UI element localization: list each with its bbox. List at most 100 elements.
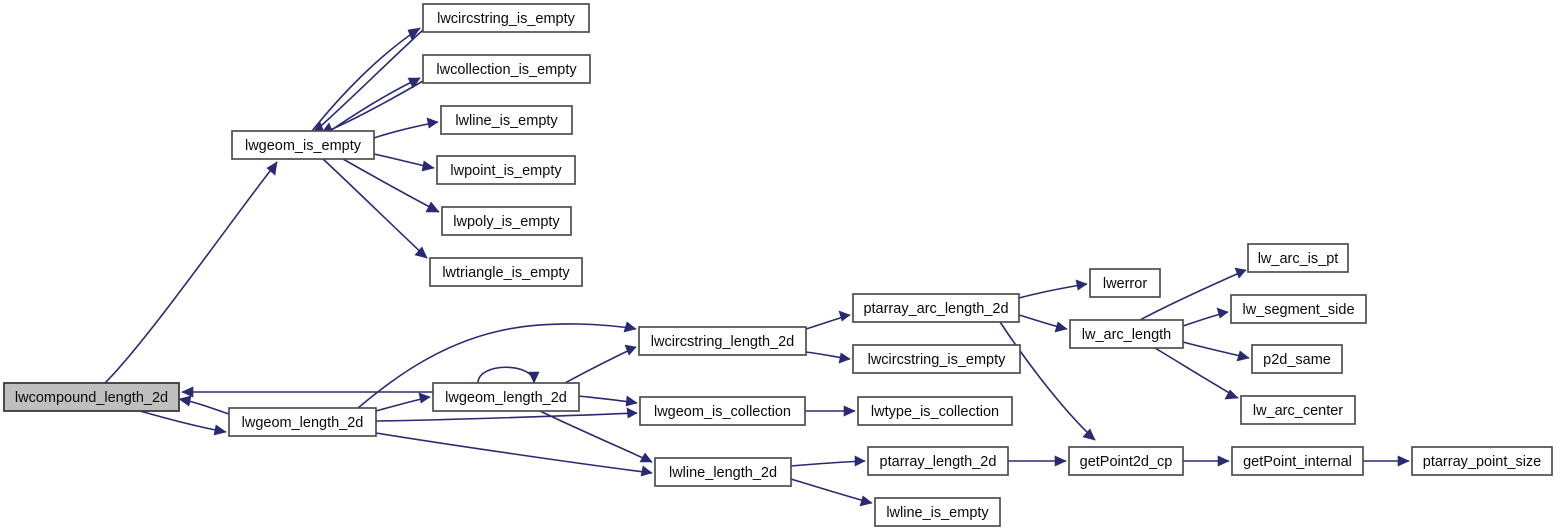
arrow-head-icon	[266, 161, 278, 176]
arrow-head-icon	[1234, 267, 1247, 279]
node-lwerror[interactable]: lwerror	[1089, 268, 1161, 298]
node-lwgeom_is_empty[interactable]: lwgeom_is_empty	[231, 130, 375, 160]
edge-ptarray_arc_length_2d-to-getPoint2d_cp	[999, 321, 1096, 441]
edge-lw_arc_length-to-lw_arc_center	[1154, 347, 1239, 400]
node-label: lw_arc_center	[1253, 403, 1343, 419]
node-lw_arc_length[interactable]: lw_arc_length	[1069, 319, 1184, 349]
edge-lwgeom_length_2d_upper-to-lwline_length_2d	[539, 410, 653, 463]
node-box[interactable]	[436, 155, 576, 185]
arrow-head-icon	[528, 371, 540, 384]
edge-lwgeom_length_2d_upper-to-lwcompound_length_2d	[181, 386, 433, 398]
edge-getPoint_internal-to-ptarray_point_size	[1363, 455, 1410, 467]
node-lw_arc_center[interactable]: lw_arc_center	[1240, 395, 1356, 425]
node-label: lwcircstring_length_2d	[651, 334, 794, 350]
arrow-head-icon	[625, 395, 638, 407]
node-box[interactable]	[1068, 446, 1184, 476]
node-box[interactable]	[1230, 294, 1367, 324]
node-box[interactable]	[638, 326, 807, 356]
arrow-head-icon	[639, 452, 653, 463]
edge-ptarray_arc_length_2d-to-lwerror	[1018, 279, 1088, 299]
node-label: lwerror	[1103, 276, 1147, 292]
node-box[interactable]	[1251, 344, 1343, 374]
node-lw_arc_is_pt[interactable]: lw_arc_is_pt	[1247, 243, 1349, 273]
arrow-head-icon	[640, 465, 653, 477]
arrow-head-icon	[213, 424, 227, 436]
arrow-head-icon	[859, 495, 873, 507]
nodes-layer: lwcircstring_is_empty lwcollection_is_emp…	[3, 3, 1553, 527]
node-lwgeom_length_2d_lower[interactable]: lwgeom_length_2d	[228, 407, 377, 437]
node-lwcircstring_is_empty_mid[interactable]: lwcircstring_is_empty	[852, 344, 1021, 374]
arrow-head-icon	[418, 392, 431, 404]
node-box[interactable]	[1089, 268, 1161, 298]
node-box[interactable]	[422, 3, 590, 33]
edge-ptarray_length_2d-to-getPoint2d_cp	[1008, 455, 1067, 467]
node-box[interactable]	[1411, 446, 1553, 476]
node-box[interactable]	[228, 407, 377, 437]
arrow-head-icon	[838, 352, 851, 364]
node-box[interactable]	[429, 257, 583, 287]
arrow-head-icon	[624, 344, 637, 356]
node-lwpoly_is_empty[interactable]: lwpoly_is_empty	[441, 206, 572, 236]
edge-lwgeom_is_collection-to-lwtype_is_collection	[805, 405, 856, 417]
node-box[interactable]	[1247, 243, 1349, 273]
node-box[interactable]	[857, 396, 1013, 426]
node-ptarray_length_2d[interactable]: ptarray_length_2d	[867, 446, 1009, 476]
arrow-head-icon	[838, 310, 851, 322]
arrow-head-icon	[407, 27, 421, 41]
node-label: lwline_is_empty	[455, 113, 558, 129]
node-lwcompound_length_2d[interactable]: lwcompound_length_2d	[3, 382, 180, 412]
node-label: lwcircstring_is_empty	[868, 352, 1007, 368]
arrow-head-icon	[421, 160, 435, 172]
node-box[interactable]	[432, 382, 580, 412]
node-lwline_is_empty_bottom[interactable]: lwline_is_empty	[874, 497, 1001, 527]
node-label: ptarray_length_2d	[880, 454, 997, 470]
arrow-head-icon	[1397, 455, 1410, 467]
node-getPoint_internal[interactable]: getPoint_internal	[1231, 446, 1364, 476]
node-lwcircstring_is_empty_top[interactable]: lwcircstring_is_empty	[422, 3, 590, 33]
node-box[interactable]	[3, 382, 180, 412]
arrow-head-icon	[1054, 455, 1067, 467]
node-box[interactable]	[852, 344, 1021, 374]
node-label: lwpoly_is_empty	[453, 214, 560, 230]
arrow-head-icon	[425, 201, 440, 213]
edge-lwgeom_length_2d_lower-to-lwline_length_2d	[375, 432, 653, 477]
edge-lwgeom_length_2d_upper-to-lwgeom_length_2d_upper	[477, 366, 540, 384]
arrow-head-icon	[181, 386, 194, 398]
node-box[interactable]	[231, 130, 375, 160]
node-box[interactable]	[440, 105, 573, 135]
node-label: lwline_length_2d	[669, 465, 777, 481]
node-lwgeom_length_2d_upper[interactable]: lwgeom_length_2d	[432, 382, 580, 412]
node-box[interactable]	[1069, 319, 1184, 349]
edge-lwgeom_length_2d_lower-to-lwgeom_is_collection	[375, 407, 638, 422]
node-lwline_is_empty_top[interactable]: lwline_is_empty	[440, 105, 573, 135]
node-box[interactable]	[639, 396, 806, 426]
node-label: lwgeom_length_2d	[445, 390, 567, 406]
node-lwpoint_is_empty[interactable]: lwpoint_is_empty	[436, 155, 576, 185]
node-lwtype_is_collection[interactable]: lwtype_is_collection	[857, 396, 1013, 426]
node-lwline_length_2d[interactable]: lwline_length_2d	[654, 457, 792, 487]
node-lwcollection_is_empty[interactable]: lwcollection_is_empty	[422, 54, 591, 84]
node-getPoint2d_cp[interactable]: getPoint2d_cp	[1068, 446, 1184, 476]
node-box[interactable]	[852, 293, 1020, 323]
node-label: lwtype_is_collection	[871, 404, 999, 420]
node-p2d_same[interactable]: p2d_same	[1251, 344, 1343, 374]
node-box[interactable]	[1231, 446, 1364, 476]
node-box[interactable]	[874, 497, 1001, 527]
node-lw_segment_side[interactable]: lw_segment_side	[1230, 294, 1367, 324]
node-box[interactable]	[654, 457, 792, 487]
node-lwgeom_is_collection[interactable]: lwgeom_is_collection	[639, 396, 806, 426]
node-lwtriangle_is_empty[interactable]: lwtriangle_is_empty	[429, 257, 583, 287]
node-ptarray_point_size[interactable]: ptarray_point_size	[1411, 446, 1553, 476]
node-box[interactable]	[1240, 395, 1356, 425]
node-ptarray_arc_length_2d[interactable]: ptarray_arc_length_2d	[852, 293, 1020, 323]
edge-getPoint2d_cp-to-getPoint_internal	[1183, 455, 1230, 467]
edge-lwcompound_length_2d-to-lwgeom_is_empty	[104, 161, 278, 384]
node-box[interactable]	[867, 446, 1009, 476]
node-box[interactable]	[441, 206, 572, 236]
arrow-head-icon	[623, 321, 637, 333]
node-box[interactable]	[422, 54, 591, 84]
node-label: p2d_same	[1263, 352, 1331, 368]
node-lwcircstring_length_2d[interactable]: lwcircstring_length_2d	[638, 326, 807, 356]
node-label: lw_segment_side	[1242, 302, 1354, 318]
